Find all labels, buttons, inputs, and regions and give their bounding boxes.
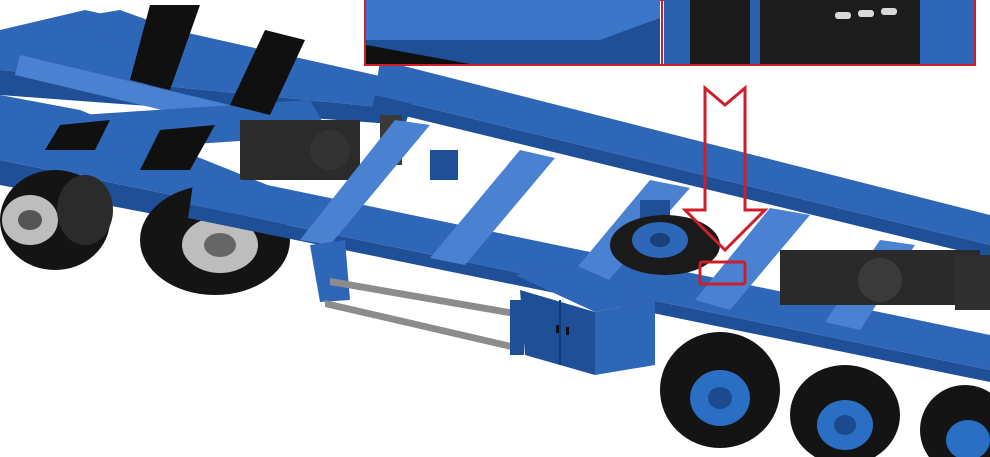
side-step: [310, 240, 524, 355]
rear-wheel-1: [660, 332, 780, 448]
inset-view-left: [366, 0, 660, 64]
rear-wheel-3: [920, 385, 990, 457]
kingpin-hub: [610, 215, 720, 275]
tool-box: [515, 265, 655, 375]
rear-suspension: [780, 250, 990, 310]
front-wheel-left: [0, 170, 113, 270]
rear-wheel-2: [790, 365, 900, 457]
inset-view-right: [664, 0, 974, 64]
arrow-down-outline-icon: [681, 84, 769, 253]
highlight-box: [698, 260, 747, 286]
front-frame: [0, 5, 420, 235]
callout-inset-panel: [364, 0, 976, 66]
